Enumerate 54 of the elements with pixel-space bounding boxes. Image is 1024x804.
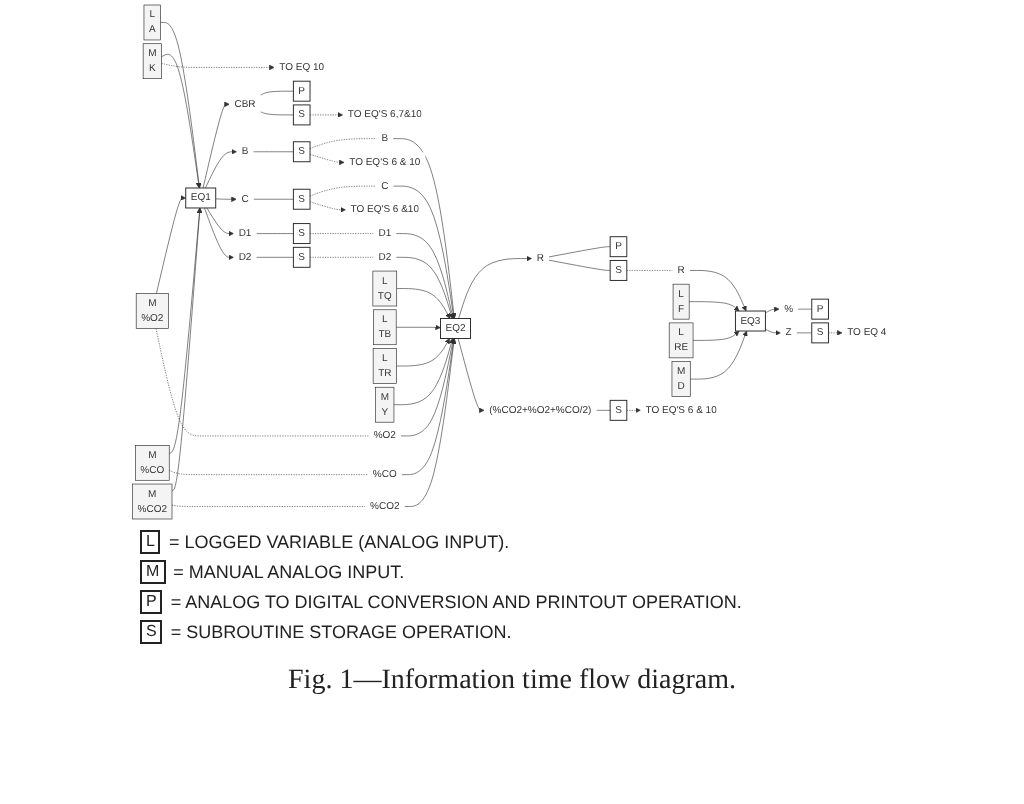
connector (155, 328, 369, 437)
connector (256, 233, 294, 234)
connector (171, 504, 366, 507)
connector (256, 257, 294, 258)
connector (309, 138, 377, 149)
node-box (292, 80, 311, 102)
node-box (135, 293, 169, 329)
node-box (372, 348, 397, 384)
node-box (734, 310, 766, 332)
node-box (672, 283, 690, 320)
node-box (668, 322, 694, 359)
node-box (609, 259, 628, 281)
node-box (292, 246, 311, 268)
node-box (440, 318, 471, 339)
node-box (292, 141, 311, 163)
connector (309, 185, 377, 197)
connector (596, 410, 611, 411)
node-box (142, 43, 162, 79)
connector (309, 257, 374, 258)
legend-text: = MANUAL ANALOG INPUT. (173, 562, 405, 582)
legend-symbol: S (140, 620, 163, 644)
node-box (185, 187, 217, 209)
connector (797, 308, 813, 310)
legend-text: = ANALOG TO DIGITAL CONVERSION AND PRINTOUT OPERATION. (170, 592, 742, 612)
node-box (292, 223, 311, 245)
node-box (811, 298, 829, 320)
node-box (372, 270, 398, 307)
legend-text: = LOGGED VARIABLE (ANALOG INPUT). (168, 532, 510, 552)
legend-symbol: P (140, 590, 163, 614)
connector (168, 470, 369, 475)
connector (260, 90, 294, 96)
node-box (609, 399, 628, 421)
connector (253, 198, 294, 200)
connector (253, 151, 294, 153)
node-box (292, 104, 311, 126)
connector (548, 259, 611, 271)
connector (626, 270, 673, 271)
legend-symbol: L (140, 530, 161, 554)
node-box (132, 483, 173, 520)
connector (260, 111, 294, 116)
node-box (609, 236, 628, 258)
node-box (135, 445, 170, 481)
node-box (811, 322, 829, 344)
connector (309, 233, 374, 234)
node-box (373, 309, 397, 346)
figure-caption: Fig. 1—Information time flow diagram. (288, 666, 736, 698)
node-box (671, 361, 691, 397)
node-box (292, 188, 311, 210)
node-box (375, 386, 395, 423)
node-box (143, 4, 161, 41)
connector (796, 332, 813, 334)
connector (548, 246, 611, 258)
legend-text: = SUBROUTINE STORAGE OPERATION. (170, 622, 512, 642)
legend-symbol: M (140, 560, 166, 584)
